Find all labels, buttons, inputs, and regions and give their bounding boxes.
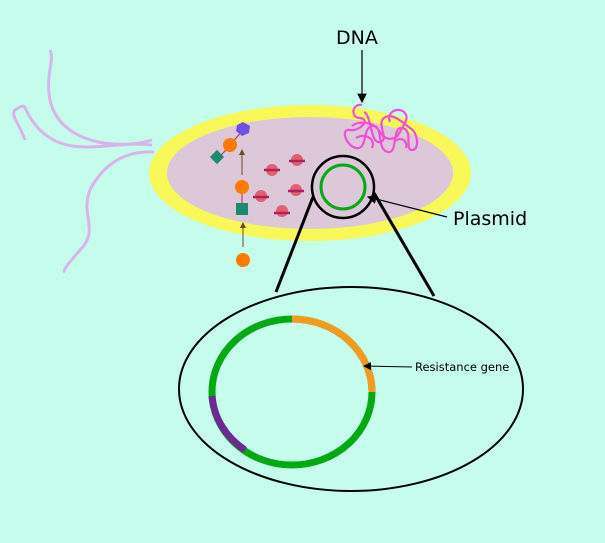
square-molecule	[236, 203, 248, 215]
resistance-gene-label: Resistance gene	[415, 360, 509, 374]
plasmid-arrow	[366, 194, 448, 218]
diamond-molecule	[209, 149, 225, 165]
flagella	[12, 49, 155, 274]
plasmid-large	[208, 315, 376, 469]
ribosomes	[253, 154, 305, 217]
plasmid-small	[319, 163, 367, 211]
dna-tangle	[343, 103, 419, 154]
molecules	[209, 122, 250, 267]
zoom-line-right	[372, 192, 436, 297]
resistance-gene-segment	[291, 315, 376, 393]
zoomed-plasmid-frame	[178, 286, 524, 492]
orange-molecule	[223, 138, 237, 152]
zoom-line-left	[274, 196, 315, 293]
dna-label: DNA	[336, 27, 378, 49]
plasmid-highlight-circle	[310, 154, 376, 220]
resistance-gene-arrow	[363, 362, 413, 371]
hexagon-molecule	[236, 122, 250, 136]
cytoplasm	[167, 117, 453, 229]
plasmid-label: Plasmid	[453, 208, 527, 230]
other-gene-segment	[208, 395, 247, 453]
